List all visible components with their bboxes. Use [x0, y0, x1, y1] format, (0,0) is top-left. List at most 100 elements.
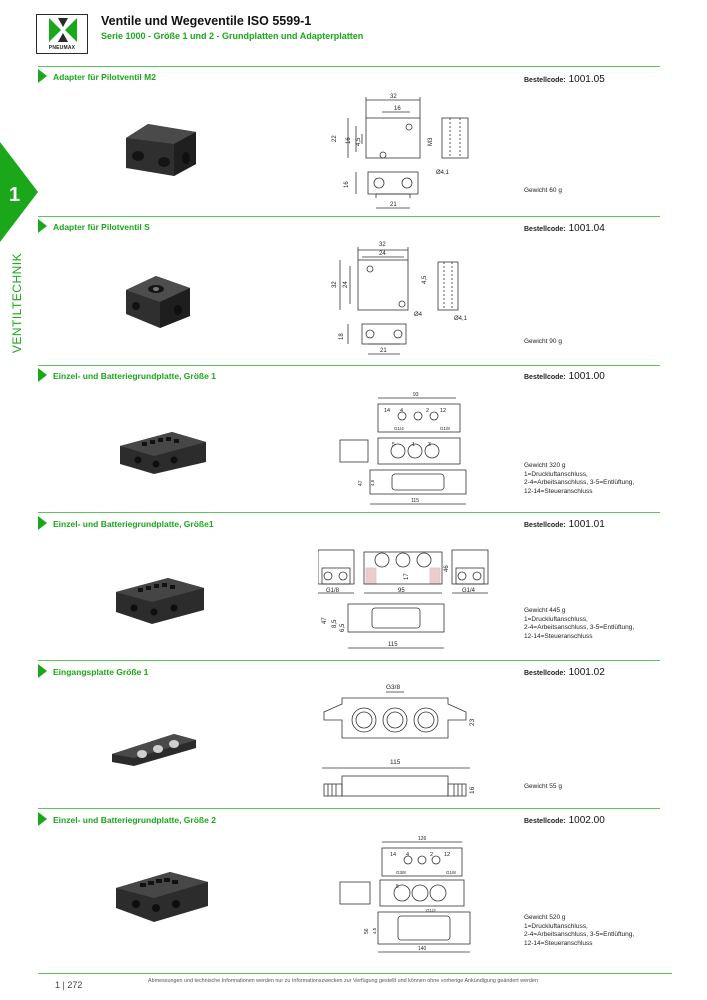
dim-label: 93: [413, 392, 419, 398]
order-code-value: 1002.00: [568, 815, 605, 826]
product-photo-baseplate-size1: [120, 432, 206, 474]
port-label: 5: [396, 884, 399, 890]
company-logo: PNEUMAX: [36, 14, 88, 54]
section-title: Einzel- und Batteriegrundplatte, Größe1: [53, 519, 214, 529]
dim-label: G1/8: [440, 426, 450, 431]
product-info: Gewicht 55 g: [524, 783, 562, 792]
dim-label: 126: [418, 836, 427, 842]
section-arrow-icon: [38, 219, 47, 233]
dim-label: 4,5: [422, 275, 428, 284]
section-arrow-icon: [38, 69, 47, 83]
info-line: 12-14=Steueranschluss: [524, 632, 593, 640]
order-code-label: Bestellcode:: [524, 522, 566, 529]
section-title: Eingangsplatte Größe 1: [53, 667, 149, 677]
dim-label: 24: [343, 281, 349, 288]
chapter-label: VENTILTECHNIK: [10, 252, 24, 354]
section-arrow-icon: [38, 368, 47, 382]
chapter-ref: 1: [55, 980, 61, 990]
dim-label: 8,5: [332, 619, 338, 628]
dim-label: Ø4: [414, 312, 423, 318]
chapter-number: 1: [9, 184, 21, 206]
dim-label: 32: [390, 94, 397, 100]
info-line: 12-14=Steueranschluss: [524, 487, 593, 495]
section-arrow-icon: [38, 516, 47, 530]
info-line: 2-4=Arbeitsanschluss, 3-5=Entlüftung,: [524, 479, 635, 486]
port-label: 3: [428, 442, 431, 448]
dim-label: 47: [358, 480, 364, 486]
order-code-label: Bestellcode:: [524, 818, 566, 825]
section-divider: [38, 808, 660, 809]
dim-label: 140: [418, 946, 427, 952]
page-title: Ventile und Wegeventile ISO 5599-1: [101, 14, 312, 28]
product-photo-baseplate-size2: [116, 872, 208, 922]
dim-label: 16: [344, 181, 350, 188]
order-code: Bestellcode:1002.00: [524, 815, 605, 826]
product-info: Gewicht 320 g 1=Druckluftanschluss, 2-4=…: [524, 462, 634, 496]
chapter-tab: [0, 142, 38, 242]
dim-label: 115: [411, 498, 419, 504]
port-label: 14: [384, 408, 390, 414]
dim-label: 16: [346, 137, 352, 144]
dim-label: 95: [398, 588, 405, 594]
dim-label: M3: [428, 137, 434, 146]
page-separator: |: [62, 980, 68, 990]
dim-label: 17: [404, 573, 410, 580]
dim-label: G1/8: [446, 870, 456, 875]
port-label: 12: [440, 408, 446, 414]
dim-label: 21: [390, 202, 397, 208]
order-code-label: Bestellcode:: [524, 670, 566, 677]
info-line: 2-4=Arbeitsanschluss, 3-5=Entlüftung,: [524, 931, 635, 938]
dim-label: 115: [388, 642, 398, 648]
info-line: 1=Druckluftanschluss,: [524, 615, 588, 623]
port-label: 5: [392, 442, 395, 448]
order-code-label: Bestellcode:: [524, 77, 566, 84]
technical-drawing-baseplate-size2: 126 14 4 2 12 G3/8 G1/8 5 G1/2 56 4,5 14…: [339, 836, 471, 953]
port-label: 4: [406, 852, 409, 858]
dim-label: 16: [394, 106, 401, 112]
dim-label: G3/8: [396, 870, 406, 875]
info-line: Gewicht 55 g: [524, 783, 562, 790]
order-code: Bestellcode:1001.05: [524, 74, 605, 85]
page-subtitle: Serie 1000 - Größe 1 und 2 - Grundplatte…: [101, 31, 364, 41]
info-line: Gewicht 90 g: [524, 338, 562, 345]
product-info: Gewicht 445 g 1=Druckluftanschluss, 2-4=…: [524, 607, 634, 641]
dim-label: 18: [339, 333, 345, 340]
section-divider: [38, 66, 660, 67]
port-label: 4: [400, 408, 403, 414]
dim-label: 6,5: [340, 623, 346, 632]
info-line: Gewicht 320 g: [524, 462, 566, 469]
dim-label: Ø4,1: [454, 316, 468, 322]
info-line: 1=Druckluftanschluss,: [524, 922, 588, 930]
dim-label: G3/8: [386, 684, 400, 691]
logo-mark-icon: [49, 18, 77, 42]
dim-label: 32: [379, 242, 386, 248]
footer-disclaimer: Abmessungen und technische Informationen…: [148, 978, 538, 984]
section-divider: [38, 365, 660, 366]
section-divider: [38, 660, 660, 661]
section-title: Adapter für Pilotventil M2: [53, 72, 156, 82]
dim-label: 24: [379, 251, 386, 257]
dim-label: G1/8: [326, 588, 340, 594]
product-photo-inlet-plate: [112, 734, 196, 766]
dim-label: 21: [380, 348, 387, 354]
info-line: Gewicht 60 g: [524, 187, 562, 194]
dim-label: 4,5: [370, 479, 375, 486]
order-code: Bestellcode:1001.02: [524, 667, 605, 678]
port-label: 14: [390, 852, 396, 858]
section-title: Einzel- und Batteriegrundplatte, Größe 1: [53, 371, 216, 381]
page-ref: 272: [67, 980, 83, 990]
dim-label: 4,5: [356, 137, 362, 146]
footer-divider: [38, 973, 672, 974]
section-divider: [38, 216, 660, 217]
order-code-label: Bestellcode:: [524, 226, 566, 233]
section-arrow-icon: [38, 664, 47, 678]
dim-label: Ø4,1: [436, 170, 450, 176]
port-label: 1: [412, 442, 415, 448]
product-info: Gewicht 60 g: [524, 187, 562, 196]
section-title: Adapter für Pilotventil S: [53, 222, 150, 232]
dim-label: 32: [332, 281, 338, 288]
section-divider: [38, 512, 660, 513]
info-line: Gewicht 445 g: [524, 607, 566, 614]
order-code: Bestellcode:1001.01: [524, 519, 605, 530]
port-label: 2: [426, 408, 429, 414]
